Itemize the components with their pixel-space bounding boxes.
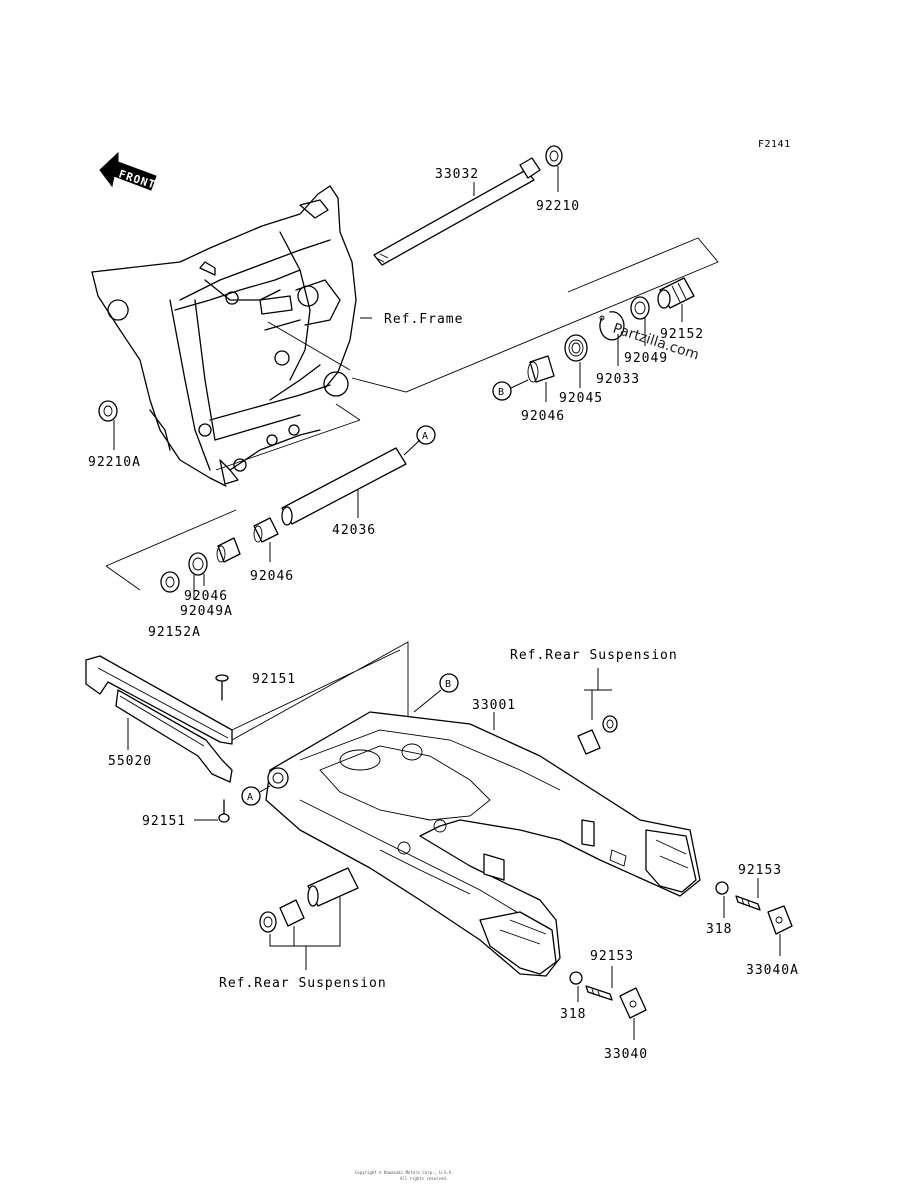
label-92151-bottom: 92151 — [142, 814, 186, 829]
assembly-outline-upper-left — [267, 321, 351, 371]
assembly-outline-lower — [105, 403, 361, 591]
label-318-low: 318 — [560, 1007, 586, 1022]
screw-92151-bottom — [218, 799, 230, 823]
adjuster-33040A — [767, 905, 793, 935]
label-ref-rear-suspension-bottom: Ref.Rear Suspension — [219, 976, 387, 991]
leader-ref-rear-suspension-bottom — [269, 896, 341, 970]
chain-guard-55020 — [85, 655, 233, 783]
swingarm-33001 — [265, 711, 701, 977]
footer-line-1: Copyright © Kawasaki Motors Corp., U.S.A… — [355, 1170, 454, 1175]
label-42036: 42036 — [332, 523, 376, 538]
label-92045: 92045 — [559, 391, 603, 406]
bearing-92046-low — [216, 537, 241, 563]
adjuster-33040 — [619, 987, 647, 1019]
label-92153-low: 92153 — [590, 949, 634, 964]
label-33040: 33040 — [604, 1047, 648, 1062]
callout-B-swingarm: B — [413, 673, 459, 713]
label-92210: 92210 — [536, 199, 580, 214]
bearing-92045 — [564, 334, 588, 362]
cap-92152 — [657, 277, 695, 309]
bolt-92153-right — [735, 895, 761, 911]
label-33001: 33001 — [472, 698, 516, 713]
leader-ref-rear-suspension-top — [584, 668, 612, 720]
label-92046-mid: 92046 — [250, 569, 294, 584]
label-92151-top: 92151 — [252, 672, 296, 687]
label-92049: 92049 — [624, 351, 668, 366]
bearing-92046-top — [527, 355, 555, 383]
figure-code: F2141 — [758, 139, 791, 150]
callout-A-top: A — [416, 425, 436, 445]
nut-92210 — [545, 145, 563, 167]
front-arrow-icon: FRONT — [99, 151, 157, 192]
label-92152A: 92152A — [148, 625, 201, 640]
label-92046-top: 92046 — [521, 409, 565, 424]
bushings-rear-suspension-bottom — [259, 867, 359, 933]
screw-92151-top — [215, 674, 229, 701]
footer-line-2: All rights reserved. — [400, 1176, 448, 1181]
bolt-92153-low — [585, 985, 613, 1001]
label-92033: 92033 — [596, 372, 640, 387]
svg-text:A: A — [247, 792, 254, 803]
label-92153-right: 92153 — [738, 863, 782, 878]
seal-92049A — [188, 552, 208, 576]
nut-92210A — [98, 400, 118, 422]
label-92152: 92152 — [660, 327, 704, 342]
label-55020: 55020 — [108, 754, 152, 769]
callout-A-swingarm: A — [241, 785, 271, 806]
svg-text:B: B — [445, 679, 452, 690]
svg-text:B: B — [498, 387, 505, 398]
label-92046-low: 92046 — [184, 589, 228, 604]
nut-318-right — [715, 881, 729, 895]
seal-92049 — [630, 296, 650, 320]
label-33040A: 33040A — [746, 963, 799, 978]
bearing-92046-mid — [253, 517, 279, 543]
label-92049A: 92049A — [180, 604, 233, 619]
label-92210A: 92210A — [88, 455, 141, 470]
bushing-rear-suspension-top — [577, 715, 618, 755]
callout-B-left: B — [492, 379, 529, 401]
frame-drawing — [91, 185, 357, 487]
svg-text:A: A — [422, 431, 429, 442]
label-33032: 33032 — [435, 167, 479, 182]
collar-42036 — [281, 439, 421, 526]
label-ref-frame: Ref.Frame — [384, 312, 463, 327]
nut-318-low — [569, 971, 583, 985]
label-ref-rear-suspension-top: Ref.Rear Suspension — [510, 648, 678, 663]
cap-92152A — [160, 571, 180, 593]
label-318-right: 318 — [706, 922, 732, 937]
assembly-outline-upper — [351, 237, 719, 393]
pivot-bolt-33032 — [373, 157, 541, 266]
